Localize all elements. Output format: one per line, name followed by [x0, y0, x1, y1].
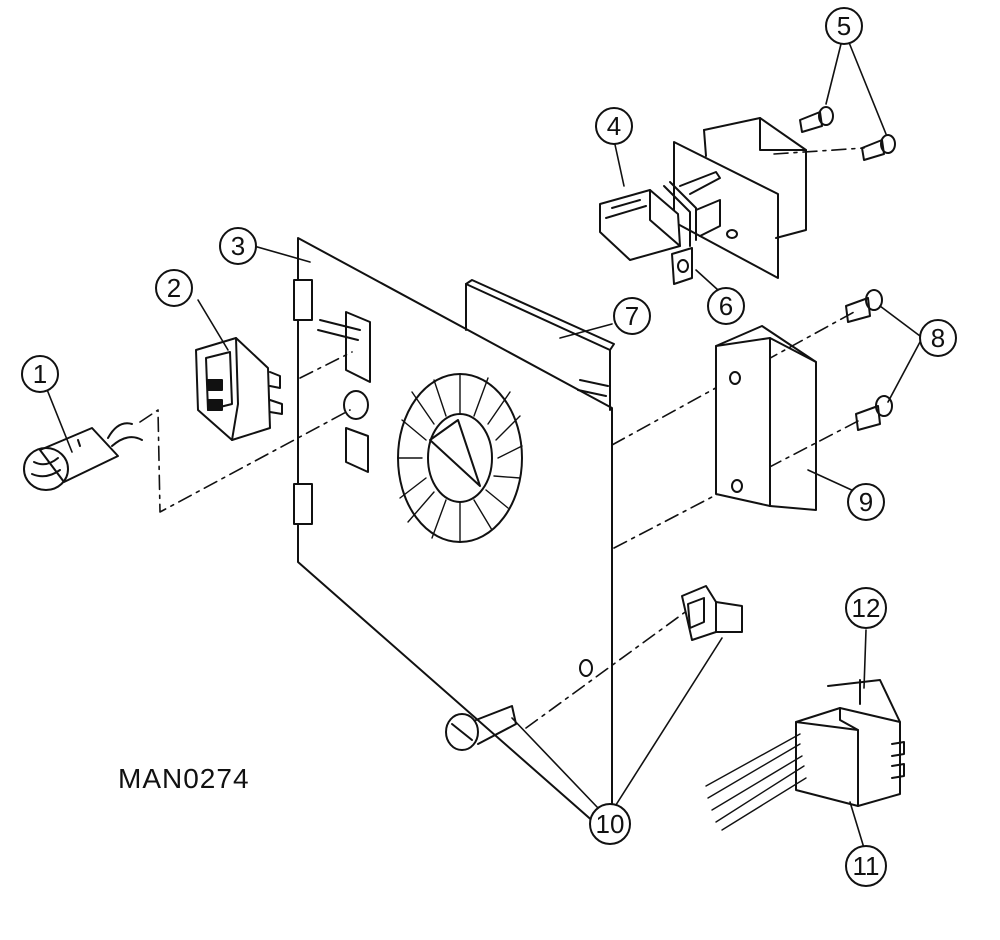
svg-text:5: 5 — [837, 11, 851, 41]
callout-6: 6 — [707, 287, 745, 325]
svg-text:8: 8 — [931, 323, 945, 353]
svg-text:9: 9 — [859, 487, 873, 517]
callout-3: 3 — [219, 227, 257, 265]
figure-id: MAN0274 — [118, 763, 250, 794]
svg-text:12: 12 — [852, 593, 881, 623]
svg-text:6: 6 — [719, 291, 733, 321]
svg-text:4: 4 — [607, 111, 621, 141]
leader-lines — [39, 39, 921, 849]
svg-text:3: 3 — [231, 231, 245, 261]
svg-text:7: 7 — [625, 301, 639, 331]
callout-10: 10 — [589, 803, 631, 845]
callout-1: 1 — [21, 355, 59, 393]
callout-2: 2 — [155, 269, 193, 307]
callout-9: 9 — [847, 483, 885, 521]
callout-5: 5 — [825, 7, 863, 45]
clip-6 — [671, 247, 693, 285]
svg-text:10: 10 — [596, 809, 625, 839]
cable-connector — [705, 679, 905, 831]
lamp-hole — [343, 390, 369, 420]
svg-text:11: 11 — [853, 851, 880, 881]
rear-plate — [317, 279, 615, 411]
svg-text:1: 1 — [33, 359, 47, 389]
callout-4: 4 — [595, 107, 633, 145]
switch-cutout — [345, 311, 371, 383]
screws-8 — [845, 289, 893, 431]
screw-hole — [579, 659, 593, 677]
encoder-block — [715, 325, 817, 511]
callouts: 1 2 3 4 5 6 7 8 — [21, 7, 957, 887]
svg-text:2: 2 — [167, 273, 181, 303]
bracket-10 — [681, 585, 743, 641]
callout-7: 7 — [613, 297, 651, 335]
rocker-switch — [195, 337, 283, 441]
callout-8: 8 — [919, 319, 957, 357]
callout-12: 12 — [845, 587, 887, 629]
indicator-lamp — [23, 422, 143, 491]
screws-5 — [799, 106, 896, 161]
mounting-block — [673, 117, 807, 279]
screw-10 — [445, 705, 517, 751]
callout-11: 11 — [845, 845, 887, 887]
connector — [599, 171, 721, 261]
square-cutout — [345, 427, 369, 473]
dial-knob — [397, 373, 523, 543]
